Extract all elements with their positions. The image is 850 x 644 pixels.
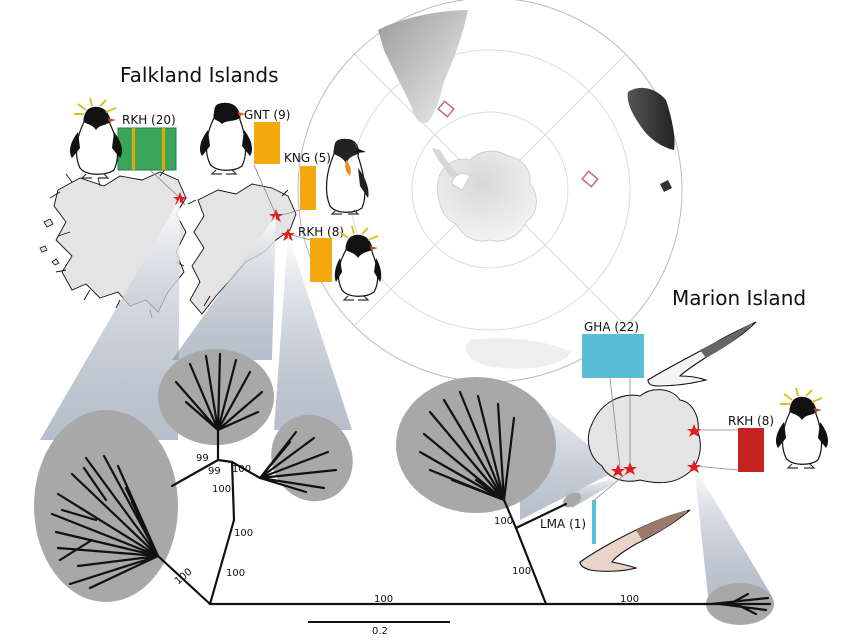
polar-map — [297, 0, 683, 383]
bootstrap-label: 99 — [208, 466, 221, 477]
sample-rkh-marion: RKH (8) — [728, 414, 774, 472]
sample-box — [254, 122, 280, 164]
antarctic-peninsula — [432, 148, 458, 178]
albatross-illustration — [579, 509, 691, 572]
bootstrap-label: 100 — [494, 516, 513, 527]
sample-label: GNT (9) — [244, 108, 290, 122]
continent-dark-east — [627, 87, 675, 150]
rockhopper-penguin-illustration — [776, 387, 828, 469]
marion-island-map — [587, 389, 701, 484]
falkland-islet — [39, 218, 60, 266]
sample-label: RKH (20) — [122, 113, 176, 127]
bootstrap-label: 100 — [226, 568, 245, 579]
cluster-ellipse — [158, 349, 274, 445]
sample-kng: KNG (5) — [284, 151, 331, 210]
bootstrap-label: 100 — [234, 528, 253, 539]
bootstrap-label: 100 — [212, 484, 231, 495]
falkland-region-marker — [437, 100, 455, 118]
bootstrap-label: 100 — [173, 567, 195, 588]
marion-region-marker — [581, 170, 599, 188]
cone — [694, 466, 772, 596]
site-marker — [687, 424, 701, 437]
sample-lma: LMA (1) — [540, 500, 596, 544]
tree-branches — [50, 352, 772, 616]
bootstrap-label: 99 — [196, 453, 209, 464]
site-marker — [173, 192, 187, 205]
sample-box — [582, 334, 644, 378]
falkland-cones — [40, 198, 352, 440]
cone — [566, 474, 630, 508]
cluster-ellipse — [562, 492, 582, 508]
cone — [274, 234, 352, 430]
sample-box — [117, 127, 177, 171]
scale-bar-label: 0.2 — [372, 626, 388, 637]
sample-box — [300, 166, 316, 210]
sample-box — [738, 428, 764, 472]
landmass-south-fade — [466, 338, 572, 369]
marion-sampling-sites — [611, 424, 701, 477]
bootstrap-label: 100 — [232, 464, 251, 475]
sample-label: KNG (5) — [284, 151, 331, 165]
marion-title: Marion Island — [672, 286, 806, 310]
scale-bar: 0.2 — [308, 621, 450, 637]
bootstrap-label: 100 — [620, 594, 639, 605]
bootstrap-label: 100 — [374, 594, 393, 605]
sample-label: LMA (1) — [540, 517, 586, 531]
sample-gnt: GNT (9) — [244, 108, 290, 164]
marion-connectors — [591, 377, 739, 503]
falkland-connectors — [149, 164, 311, 241]
sample-gha: GHA (22) — [582, 320, 644, 378]
south-america-landmass — [378, 10, 468, 124]
site-marker — [269, 209, 283, 222]
antarctica-landmass — [437, 150, 537, 242]
sample-rkh-falk-2: RKH (8) — [298, 225, 344, 282]
site-marker — [623, 462, 637, 475]
sample-label: RKH (8) — [298, 225, 344, 239]
latitude-circle-inner — [411, 111, 569, 269]
sample-stripe — [132, 128, 135, 170]
albatross-illustration — [647, 321, 757, 387]
island-dark-small — [660, 180, 672, 192]
sample-label: GHA (22) — [584, 320, 639, 334]
rockhopper-penguin-illustration — [70, 97, 122, 179]
site-marker — [611, 464, 625, 477]
king-penguin-illustration — [325, 138, 369, 215]
cone — [172, 215, 276, 360]
sample-box — [310, 238, 332, 282]
gentoo-penguin-illustration — [200, 102, 252, 175]
sample-stripe — [162, 128, 165, 170]
sample-box — [592, 500, 596, 544]
bootstrap-label: 100 — [512, 566, 531, 577]
cluster-ellipse — [396, 377, 556, 513]
sample-rkh-falk-1: RKH (20) — [117, 113, 177, 171]
sample-label: RKH (8) — [728, 414, 774, 428]
falkland-title: Falkland Islands — [120, 63, 279, 87]
site-marker — [687, 460, 701, 473]
rockhopper-penguin-illustration — [334, 225, 382, 301]
cone — [40, 198, 180, 440]
